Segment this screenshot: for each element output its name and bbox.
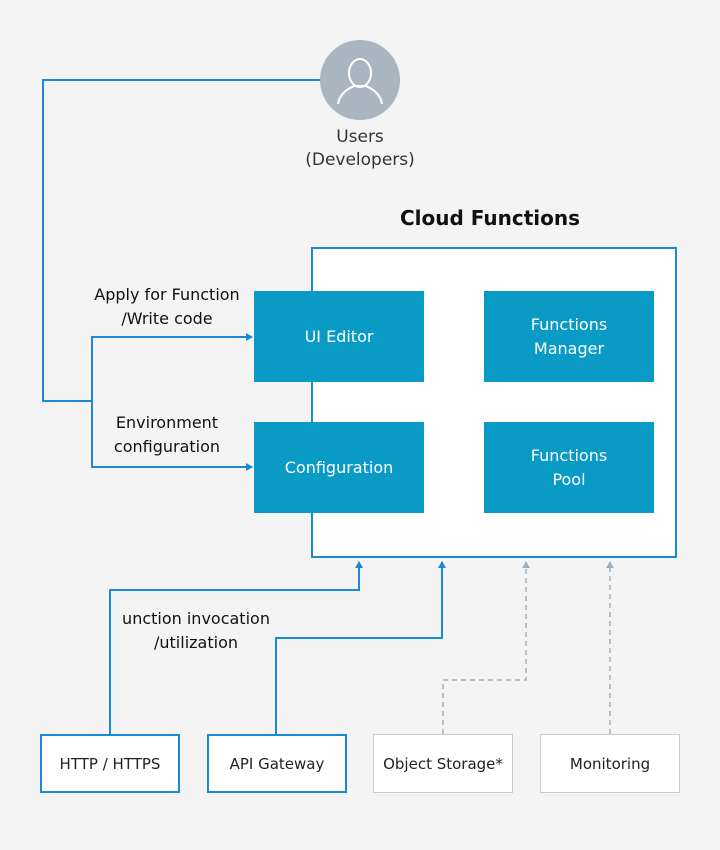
configuration-box: Configuration	[254, 422, 424, 513]
arrow-to-configuration	[91, 401, 253, 471]
arrow-to-ui-editor	[91, 333, 253, 401]
users-connector	[42, 79, 320, 402]
cloud-functions-title: Cloud Functions	[399, 206, 581, 230]
arrow-api-gateway-to-container	[275, 561, 446, 734]
arrow-http-to-container	[109, 561, 363, 734]
functions-pool-box: Functions Pool	[484, 422, 654, 513]
api-gateway-box: API Gateway	[207, 734, 347, 793]
apply-write-label: Apply for Function /Write code	[94, 285, 240, 328]
monitoring-box: Monitoring	[540, 734, 680, 793]
arrow-object-storage-to-container	[442, 561, 530, 734]
environment-configuration-label: Environment configuration	[113, 413, 221, 456]
ui-editor-box: UI Editor	[254, 291, 424, 382]
invocation-label: unction invocation /utilization	[122, 609, 270, 652]
http-https-box: HTTP / HTTPS	[40, 734, 180, 793]
users-label: Users (Developers)	[305, 127, 415, 170]
functions-manager-box: Functions Manager	[484, 291, 654, 382]
user-avatar-icon	[320, 40, 400, 120]
object-storage-box: Object Storage*	[373, 734, 513, 793]
